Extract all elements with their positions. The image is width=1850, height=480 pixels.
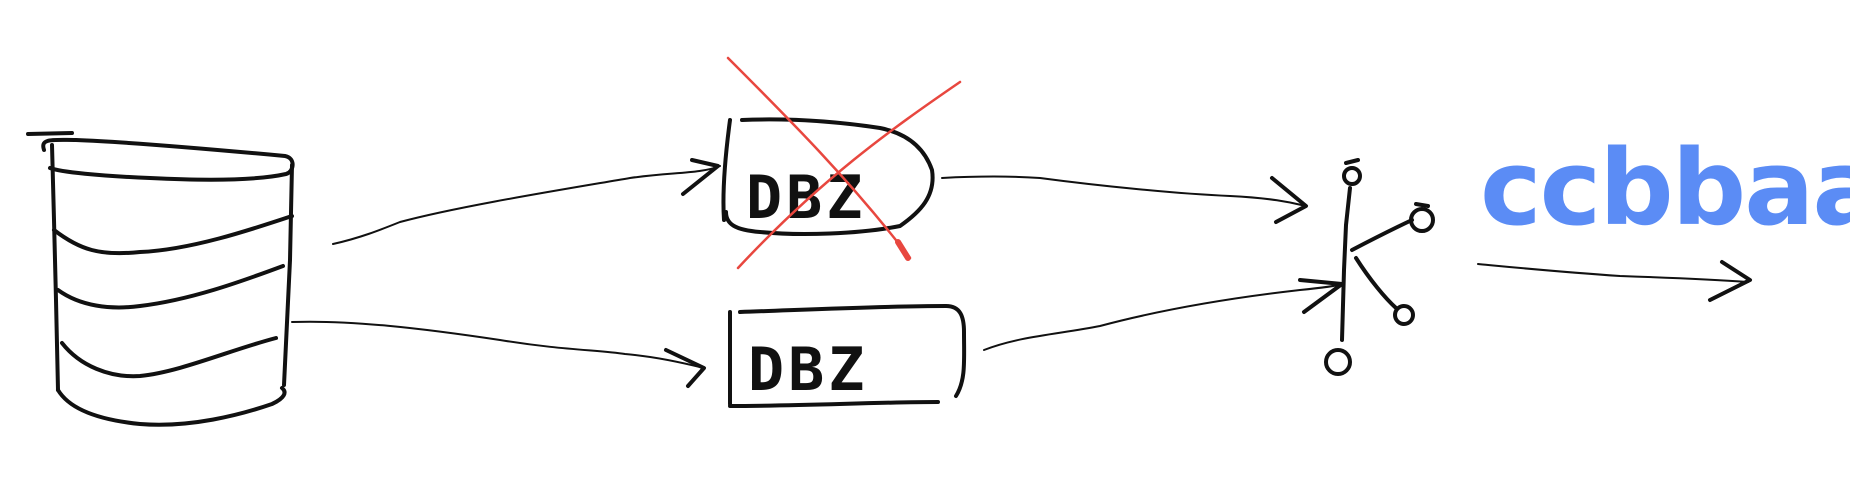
- arrow-db-to-top-box: [332, 158, 721, 245]
- arrow-top-box-to-merge: [941, 175, 1308, 224]
- database-cylinder-icon: [26, 131, 295, 427]
- bottom-box-label: DBZ: [748, 335, 868, 405]
- arrow-bottom-box-to-merge: [983, 278, 1344, 351]
- top-box-label: DBZ: [746, 163, 866, 233]
- output-label: ccbbaa: [1480, 127, 1850, 249]
- branch-merge-icon: [1324, 158, 1435, 376]
- red-x-cross-icon: [726, 56, 962, 270]
- arrow-db-to-bottom-box: [291, 320, 706, 388]
- arrow-to-output: [1477, 260, 1752, 302]
- bottom-dbz-box: DBZ: [728, 304, 967, 408]
- top-dbz-box: DBZ: [721, 117, 935, 236]
